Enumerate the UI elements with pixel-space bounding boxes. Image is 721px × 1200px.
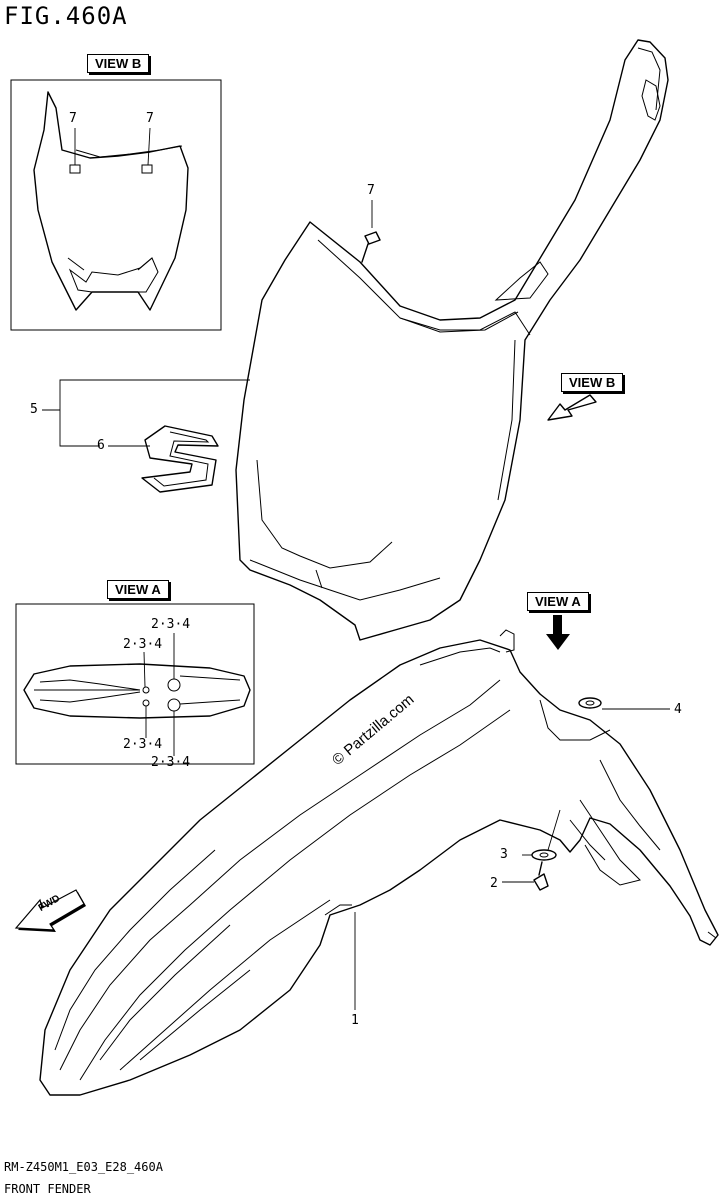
view-a-arrow xyxy=(546,615,570,650)
callout-7-left: 7 xyxy=(69,111,77,126)
callout-234-bottom-left: 2·3·4 xyxy=(123,737,163,752)
callout-6: 6 xyxy=(97,438,105,453)
callout-234-bottom-right: 2·3·4 xyxy=(151,755,191,770)
callout-5: 5 xyxy=(30,402,38,417)
bracket-5-6 xyxy=(42,379,250,447)
bolt-hole-right-top xyxy=(167,678,181,692)
callout-3: 3 xyxy=(500,847,508,862)
figure-title: FIG.460A xyxy=(4,2,128,30)
bolt-hole-left-top xyxy=(142,686,150,694)
view-b-tag-main: VIEW B xyxy=(561,373,624,392)
bolt-7 xyxy=(361,231,381,263)
grommet-left xyxy=(69,164,81,174)
callout-234-top-left: 2·3·4 xyxy=(123,637,163,652)
callout-4: 4 xyxy=(674,702,682,717)
view-b-inset xyxy=(10,79,222,331)
callout-1: 1 xyxy=(351,1013,359,1028)
footer-name: FRONT FENDER xyxy=(4,1182,91,1196)
fwd-arrow xyxy=(14,889,86,932)
washer-4 xyxy=(578,697,602,709)
bolt-hole-left-bottom xyxy=(142,699,150,707)
decal-part-6 xyxy=(141,425,219,493)
front-fender-part-1 xyxy=(39,629,719,1096)
callout-234-top-right: 2·3·4 xyxy=(151,617,191,632)
view-a-tag-inset: VIEW A xyxy=(107,580,169,599)
footer-code: RM-Z450M1_E03_E28_460A xyxy=(4,1160,163,1174)
number-plate-front xyxy=(33,91,189,311)
fender-top-view xyxy=(23,663,251,719)
view-a-inset xyxy=(15,603,255,765)
view-b-tag-inset: VIEW B xyxy=(87,54,150,73)
number-plate-part-5 xyxy=(235,39,669,641)
callout-7-plate: 7 xyxy=(367,183,375,198)
grommet-right xyxy=(141,164,153,174)
view-a-tag-main: VIEW A xyxy=(527,592,589,611)
view-b-arrow xyxy=(547,394,597,421)
callout-2: 2 xyxy=(490,876,498,891)
washer-3 xyxy=(531,849,557,861)
bolt-2 xyxy=(533,861,549,891)
bolt-hole-right-bottom xyxy=(167,698,181,712)
callout-7-right: 7 xyxy=(146,111,154,126)
